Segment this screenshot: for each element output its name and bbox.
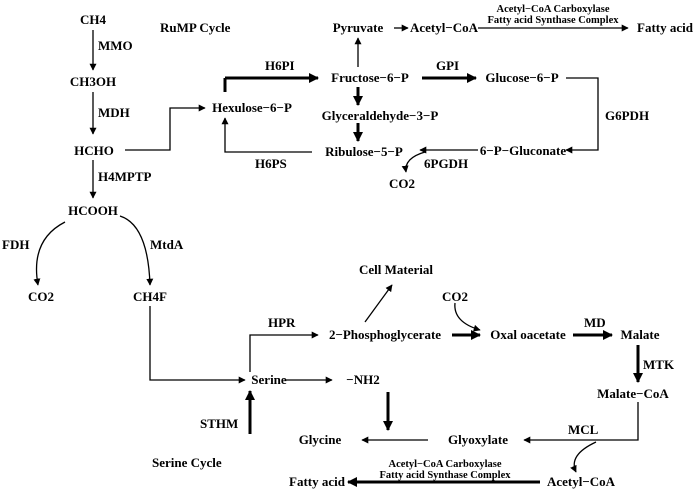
node-hcho: HCHO (74, 143, 114, 158)
node-cell-material: Cell Material (359, 262, 433, 277)
enzyme-sthm: STHM (200, 416, 238, 431)
enzyme-6pgdh: 6PGDH (424, 156, 468, 171)
enzyme-carboxylase-bottom: Acetyl−CoA Carboxylase (388, 459, 501, 470)
arrow-co2-to-oxaloacetate (454, 302, 481, 332)
arrow-serine-to-phosphoglycerate (249, 331, 319, 372)
node-acetyl-coa-top: Acetyl−CoA (410, 20, 479, 35)
enzyme-mmo: MMO (98, 38, 133, 53)
enzyme-carboxylase-top: Acetyl−CoA Carboxylase (496, 4, 609, 15)
node-glyceraldehyde-3-p: Glyceraldehyde−3−P (322, 108, 439, 123)
arrow-phosphoglycerate-to-cell-material (364, 284, 393, 323)
enzyme-hpr: HPR (268, 315, 296, 330)
enzyme-md: MD (584, 315, 606, 330)
node-hexulose-6-p: Hexulose−6−P (212, 100, 292, 115)
arrow-6pgdh-to-co2 (401, 151, 426, 173)
node-fatty-acid-bottom: Fatty acid (289, 474, 346, 489)
node-ribulose-5-p: Ribulose−5−P (325, 144, 403, 159)
enzyme-fdh: FDH (2, 237, 29, 252)
node-ch4: CH4 (80, 12, 107, 27)
enzyme-h6pi: H6PI (265, 58, 295, 73)
node-co2-fdh: CO2 (28, 289, 54, 304)
enzyme-h6ps: H6PS (255, 156, 287, 171)
node-acetyl-coa-bottom: Acetyl−CoA (547, 474, 616, 489)
cycle-title-serine: Serine Cycle (152, 455, 222, 470)
enzyme-h4mptp: H4MPTP (98, 169, 151, 184)
node-2-phosphoglycerate: 2−Phosphoglycerate (329, 327, 441, 342)
enzyme-mtda: MtdA (150, 237, 184, 252)
arrow-hcooh-to-ch4f (119, 215, 154, 286)
node-co2-6pgdh: CO2 (389, 176, 415, 191)
node-nh2: −NH2 (346, 372, 379, 387)
arrow-mcl-to-acetylcoa (570, 441, 597, 473)
enzyme-fas-complex-bottom: Fatty acid Synthase Complex (380, 470, 512, 481)
enzyme-g6pdh: G6PDH (605, 108, 649, 123)
node-pyruvate: Pyruvate (333, 20, 384, 35)
enzyme-fas-complex-top: Fatty acid Synthase Complex (488, 15, 620, 26)
arrow-malatecoa-to-glyoxylate (523, 402, 639, 444)
node-malate-coa: Malate−CoA (597, 386, 669, 401)
node-serine: Serine (251, 372, 287, 387)
node-fatty-acid-top: Fatty acid (637, 20, 694, 35)
node-malate: Malate (621, 327, 660, 342)
arrow-ch4f-to-serine (149, 306, 246, 384)
node-oxaloacetate: Oxal oacetate (490, 327, 566, 342)
enzyme-mtk: MTK (643, 357, 675, 372)
enzyme-gpi: GPI (436, 58, 459, 73)
node-co2-oxaloacetate: CO2 (442, 289, 468, 304)
enzyme-mdh: MDH (98, 105, 130, 120)
enzyme-mcl: MCL (568, 422, 599, 437)
arrow-glucose-to-gluconate (565, 77, 599, 154)
cycle-title-rump: RuMP Cycle (160, 20, 231, 35)
node-fructose-6-p: Fructose−6−P (331, 70, 409, 85)
node-ch4f: CH4F (133, 289, 167, 304)
arrow-ribulose-to-hexulose (221, 117, 312, 153)
node-glucose-6-p: Glucose−6−P (485, 70, 558, 85)
arrow-hcho-to-hexulose (125, 104, 206, 151)
node-glycine: Glycine (299, 432, 342, 447)
node-hcooh: HCOOH (68, 203, 118, 218)
node-ch3oh: CH3OH (70, 74, 116, 89)
node-6-p-gluconate: 6−P−Gluconate (480, 143, 567, 158)
arrow-hcooh-to-co2 (33, 221, 66, 286)
node-glyoxylate: Glyoxylate (448, 432, 508, 447)
